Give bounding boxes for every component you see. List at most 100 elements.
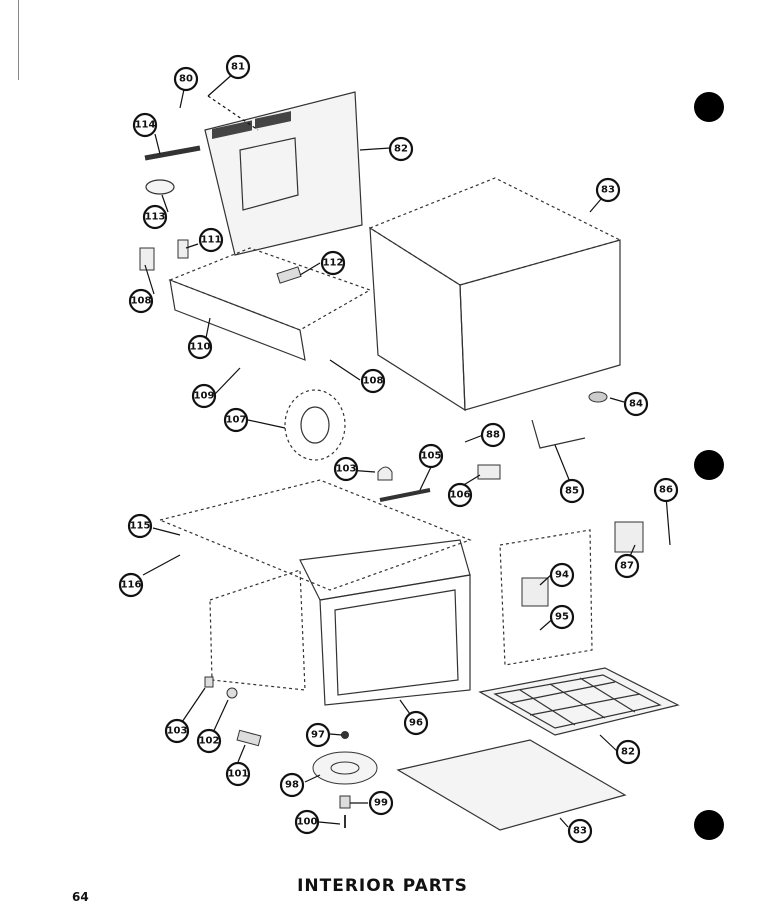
svg-text:103: 103	[167, 726, 188, 737]
svg-text:94: 94	[555, 570, 569, 581]
screw-97	[341, 731, 349, 739]
svg-text:113: 113	[145, 212, 166, 223]
control-module	[499, 529, 593, 666]
svg-text:101: 101	[228, 769, 249, 780]
callout-112: 112	[320, 250, 346, 276]
svg-text:106: 106	[450, 490, 471, 501]
callout-95: 95	[549, 604, 575, 630]
margin-line	[18, 0, 19, 80]
callout-102: 102	[196, 728, 222, 754]
svg-text:98: 98	[285, 780, 299, 791]
callout-84: 84	[623, 391, 649, 417]
heater-strip	[144, 145, 201, 161]
callout-116: 116	[118, 572, 144, 598]
interlock-switch-assembly	[139, 239, 189, 271]
clip-103-upper	[377, 466, 393, 481]
svg-text:81: 81	[231, 62, 245, 73]
callout-106: 106	[447, 482, 473, 508]
svg-text:105: 105	[421, 451, 442, 462]
svg-text:110: 110	[190, 342, 211, 353]
svg-text:102: 102	[199, 736, 220, 747]
svg-text:108: 108	[363, 376, 384, 387]
strip-105	[379, 488, 431, 502]
svg-text:114: 114	[135, 120, 156, 131]
callout-82-tray: 82	[615, 739, 641, 765]
svg-text:99: 99	[374, 798, 388, 809]
svg-text:97: 97	[311, 730, 325, 741]
light-cover	[145, 179, 175, 195]
svg-text:107: 107	[226, 415, 247, 426]
callout-105: 105	[418, 443, 444, 469]
callout-83-floor: 83	[567, 818, 593, 844]
svg-text:88: 88	[486, 430, 500, 441]
page-title: INTERIOR PARTS	[297, 876, 468, 896]
callout-100: 100	[294, 809, 320, 835]
svg-text:116: 116	[121, 580, 142, 591]
svg-text:103: 103	[336, 464, 357, 475]
svg-text:83: 83	[601, 185, 615, 196]
callout-97: 97	[305, 722, 331, 748]
callout-111: 111	[198, 227, 224, 253]
outer-cabinet	[368, 177, 622, 412]
callout-82-back-panel: 82	[388, 136, 414, 162]
callout-83-cabinet: 83	[595, 177, 621, 203]
turntable-stirrer	[312, 751, 378, 785]
oven-cavity	[299, 539, 471, 706]
svg-text:83: 83	[573, 826, 587, 837]
callout-87: 87	[614, 553, 640, 579]
back-panel	[204, 91, 363, 256]
svg-text:100: 100	[297, 817, 318, 828]
support-106	[477, 464, 501, 480]
relay-87	[614, 521, 644, 553]
svg-text:112: 112	[323, 258, 344, 269]
callout-101: 101	[225, 761, 251, 787]
callout-99: 99	[368, 790, 394, 816]
blower-assembly	[284, 389, 346, 461]
callout-85: 85	[559, 478, 585, 504]
callout-103-upper: 103	[333, 456, 359, 482]
cabinet-foot	[588, 391, 608, 403]
floor-plate	[396, 739, 627, 831]
svg-text:96: 96	[409, 718, 423, 729]
glass-tray-frame	[478, 667, 680, 736]
callout-98: 98	[279, 772, 305, 798]
svg-text:84: 84	[629, 399, 643, 410]
callout-81: 81	[225, 54, 251, 80]
callout-109: 109	[191, 383, 217, 409]
small-parts-lower-left	[204, 676, 262, 747]
binder-hole-middle	[694, 450, 724, 480]
svg-text:109: 109	[194, 391, 215, 402]
top-chassis-plate	[168, 247, 372, 361]
angle-bracket	[531, 419, 586, 449]
svg-text:115: 115	[130, 521, 151, 532]
callout-80: 80	[173, 66, 199, 92]
callout-110: 110	[187, 334, 213, 360]
svg-text:111: 111	[201, 235, 222, 246]
svg-text:108: 108	[131, 296, 152, 307]
callout-96: 96	[403, 710, 429, 736]
callout-113: 113	[142, 204, 168, 230]
base-chassis	[158, 479, 472, 691]
callout-108-center: 108	[360, 368, 386, 394]
svg-text:85: 85	[565, 486, 579, 497]
svg-text:87: 87	[620, 561, 634, 572]
svg-text:80: 80	[179, 74, 193, 85]
svg-text:95: 95	[555, 612, 569, 623]
back-panel-vents	[212, 111, 291, 139]
svg-text:82: 82	[394, 144, 408, 155]
bracket-112	[276, 266, 302, 284]
callout-103-lower: 103	[164, 718, 190, 744]
coupler-99	[339, 795, 351, 809]
callout-94: 94	[549, 562, 575, 588]
svg-text:82: 82	[621, 747, 635, 758]
callout-86: 86	[653, 477, 679, 503]
svg-text:86: 86	[659, 485, 673, 496]
callout-88: 88	[480, 422, 506, 448]
callout-107: 107	[223, 407, 249, 433]
callout-114: 114	[132, 112, 158, 138]
callouts: 80 81 82 83 84 85 86 87 88 82 83 94 95 9…	[118, 54, 679, 844]
callout-108-left: 108	[128, 288, 154, 314]
page-number: 64	[72, 890, 89, 904]
binder-hole-top	[694, 92, 724, 122]
